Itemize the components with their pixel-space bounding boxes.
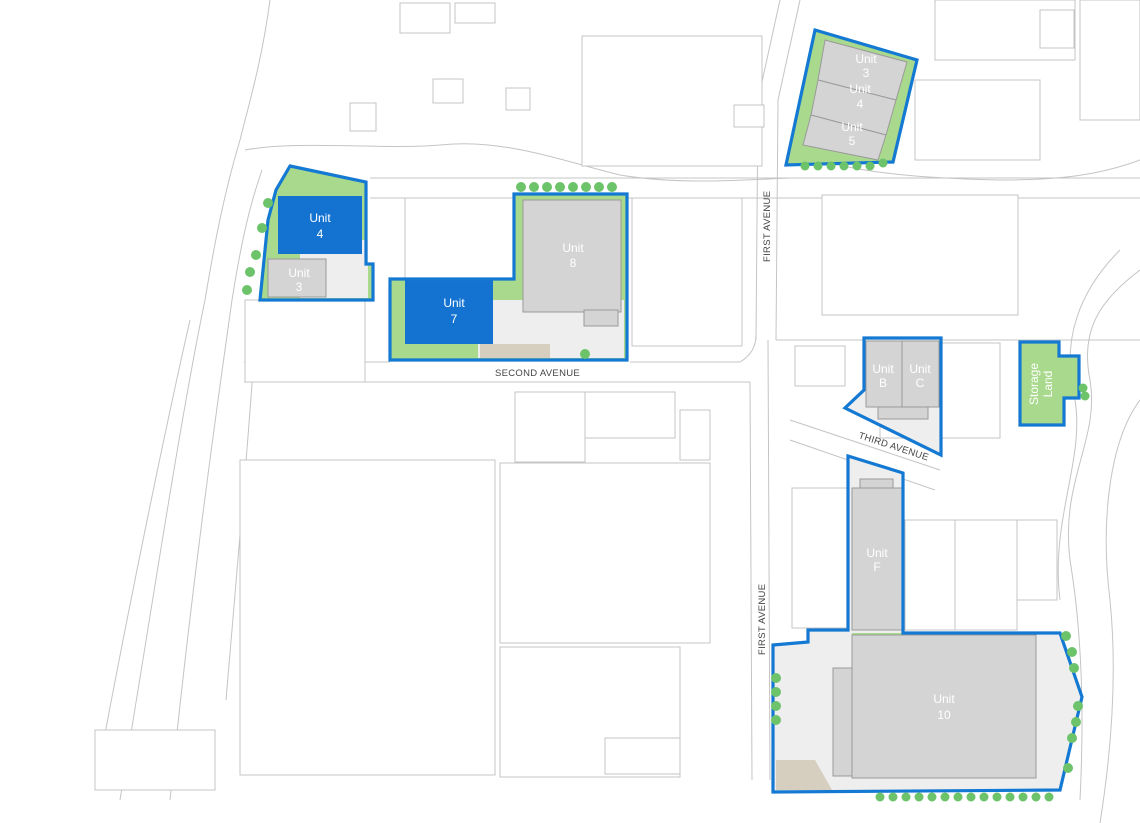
unit-b-letter: B <box>879 376 887 390</box>
unit-4-ne-number: 4 <box>857 97 864 111</box>
unit-5-ne-label: Unit <box>841 120 863 134</box>
road-label-first-avenue-south: FIRST AVENUE <box>757 584 768 655</box>
site-nw[interactable]: Unit 4 Unit 3 <box>242 164 375 302</box>
site-storage-land[interactable]: Storage Land <box>1018 340 1090 427</box>
unit-8[interactable] <box>522 199 622 313</box>
trees-f-10 <box>771 631 1083 802</box>
site-boundary-7-8 <box>388 192 629 362</box>
unit-8-annex <box>583 309 619 327</box>
site-boundary-ne <box>784 27 919 167</box>
unit-c-letter: C <box>916 376 925 390</box>
site-units-7-8[interactable]: Unit 7 Unit 8 <box>388 182 629 362</box>
unit-10-label: Unit <box>933 692 955 706</box>
unit-3-ne-number: 3 <box>863 66 870 80</box>
trees-ne <box>800 158 888 171</box>
unit-b-c-loading <box>877 406 929 420</box>
unit-7-label: Unit <box>443 296 465 310</box>
trees-7-8 <box>516 182 617 359</box>
unit-3-nw[interactable] <box>267 258 327 298</box>
unit-b-label: Unit <box>872 362 894 376</box>
site-units-b-c[interactable]: Unit B Unit C <box>842 336 943 458</box>
unit-10-annex <box>832 667 853 777</box>
unit-4-nw[interactable] <box>278 196 362 254</box>
unit-f[interactable] <box>851 487 904 631</box>
site-boundary-f-10 <box>771 453 1084 794</box>
site-boundary-b-c <box>842 336 943 458</box>
storage-land-label-1: Storage <box>1027 363 1041 405</box>
unit-c-label: Unit <box>909 362 931 376</box>
site-boundary-nw <box>258 164 375 302</box>
unit-10[interactable] <box>851 634 1037 779</box>
trees-nw <box>242 198 273 295</box>
unit-f-label: Unit <box>866 546 888 560</box>
road-label-second-avenue: SECOND AVENUE <box>495 368 580 379</box>
trees-storage <box>1078 383 1090 401</box>
road-label-first-avenue-north: FIRST AVENUE <box>762 191 773 262</box>
unit-3-nw-number: 3 <box>296 280 303 294</box>
unit-b[interactable] <box>865 340 903 408</box>
unit-3-ne-label: Unit <box>855 52 877 66</box>
site-units-f-10[interactable]: Unit F Unit 10 <box>771 453 1084 802</box>
unit-4-nw-label: Unit <box>309 211 331 225</box>
unit-10-number: 10 <box>937 708 951 722</box>
unit-7-number: 7 <box>451 312 458 326</box>
site-ne[interactable]: Unit 3 Unit 4 Unit 5 <box>784 27 919 171</box>
unit-7[interactable] <box>405 279 493 344</box>
yard-surface-7-8 <box>480 344 550 358</box>
site-boundary-storage <box>1018 340 1081 427</box>
unit-4-ne-label: Unit <box>849 82 871 96</box>
unit-5-ne[interactable] <box>802 114 887 161</box>
unit-f-letter: F <box>873 560 880 574</box>
unit-c[interactable] <box>901 340 940 408</box>
unit-f-annex <box>859 478 894 489</box>
unit-4-nw-number: 4 <box>317 227 324 241</box>
storage-land-plot <box>1020 342 1079 425</box>
storage-land-label-2: Land <box>1041 371 1055 398</box>
unit-8-number: 8 <box>570 256 577 270</box>
unit-3-nw-label: Unit <box>288 266 310 280</box>
base-map <box>94 0 1140 823</box>
unit-5-ne-number: 5 <box>849 134 856 148</box>
yard-surface-10 <box>776 760 832 790</box>
unit-8-label: Unit <box>562 241 584 255</box>
